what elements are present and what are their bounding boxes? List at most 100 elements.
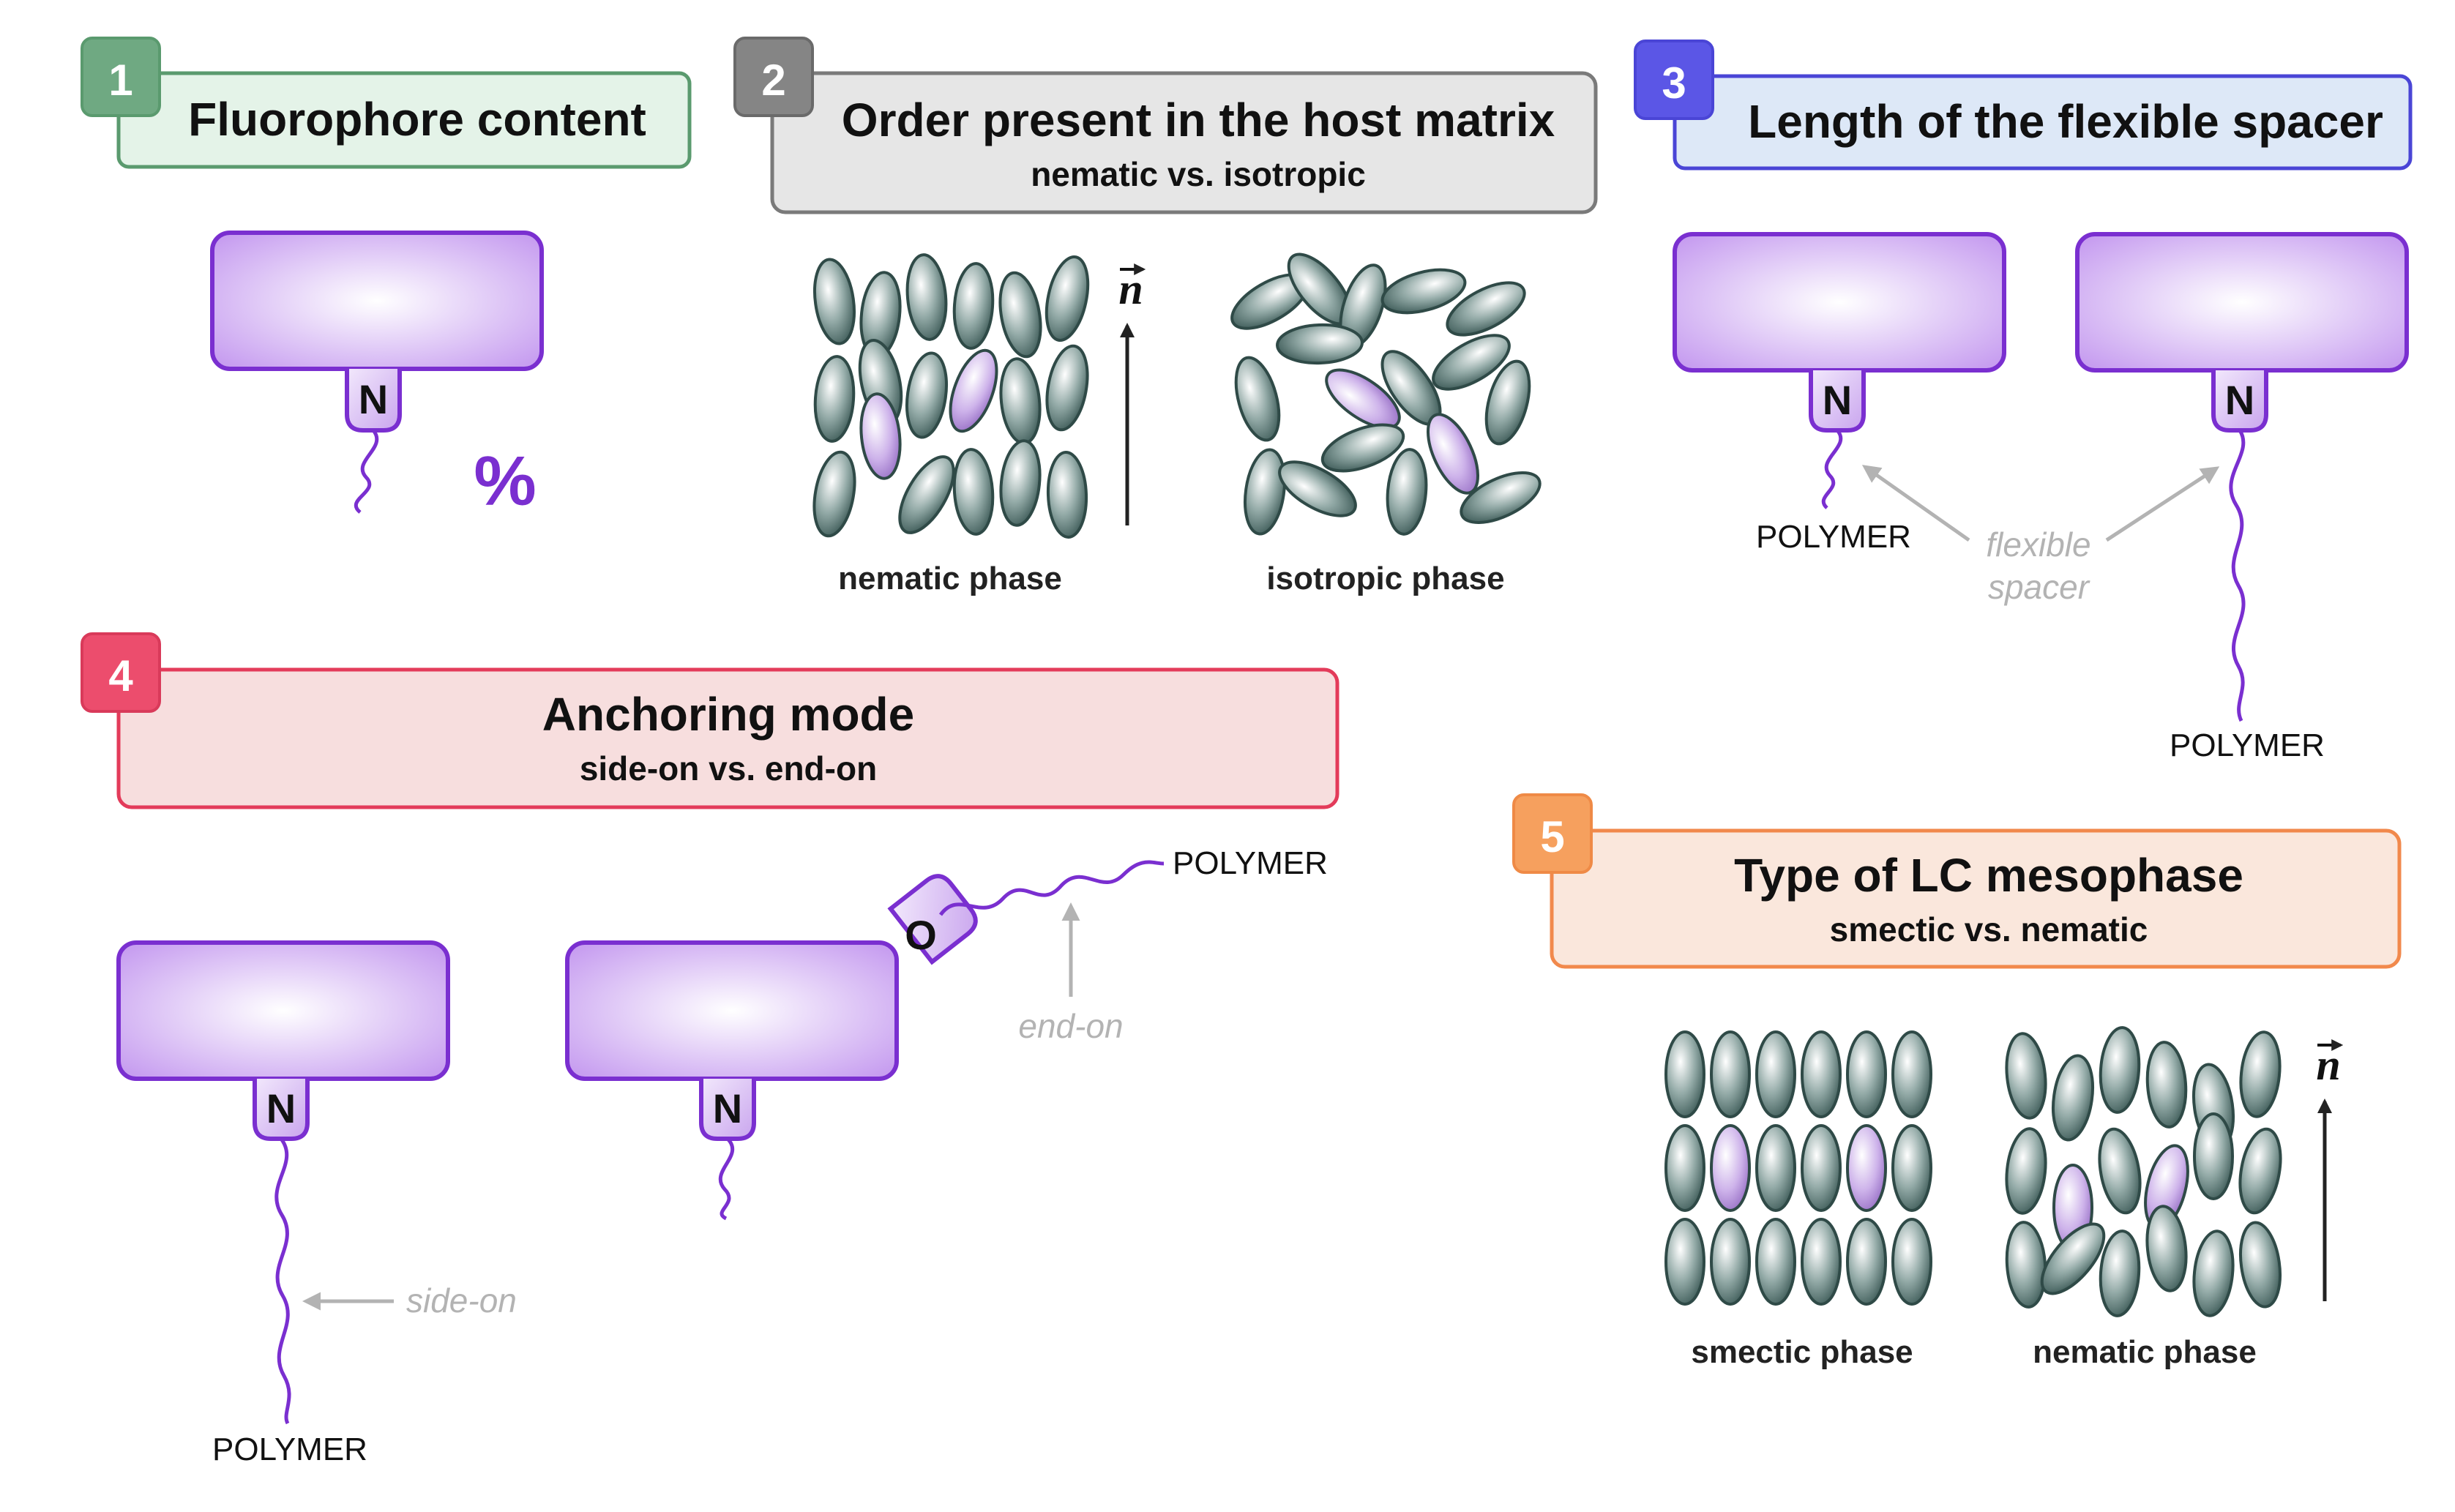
flexible-spacer-annotation: flexible spacer (1861, 465, 2220, 606)
mesogen-ellipse (999, 357, 1042, 445)
factor-2-badge (733, 37, 814, 117)
mesogen-ellipse (1755, 1218, 1796, 1306)
fluorophore-body (116, 940, 450, 1081)
factor-5-title: Type of LC mesophase (1734, 849, 2243, 902)
short-spacer-chain (1821, 429, 1843, 509)
mesogen-ellipse (1460, 471, 1542, 525)
mesogen-ellipse (2239, 1030, 2282, 1118)
mesogen-ellipse (998, 271, 1042, 359)
factor-2-title-box (770, 71, 1598, 214)
isotropic-phase-grid (1230, 252, 1542, 536)
mesogen-ellipse (2239, 1221, 2282, 1309)
mesogen-ellipse (1891, 1218, 1932, 1306)
nematic-phase-label: nematic phase (838, 561, 1062, 596)
smectic-phase-grid (1664, 1030, 1932, 1306)
factor-4-badge (81, 632, 161, 713)
nitrogen-label: N (1823, 377, 1852, 423)
mesogen-ellipse (1664, 1030, 1705, 1118)
mesogen-ellipse (952, 262, 995, 350)
nematic-phase-grid-5 (2005, 1026, 2282, 1317)
mesogen-ellipse (905, 253, 948, 341)
mesogen-ellipse (2040, 1222, 2106, 1295)
factor-4-subtitle: side-on vs. end-on (580, 749, 877, 787)
nitrogen-label: N (713, 1085, 742, 1131)
factor-3-long-spacer: N POLYMER (2075, 232, 2409, 763)
polymer-label: POLYMER (1756, 519, 1911, 555)
factor-5-header: 5 Type of LC mesophase smectic vs. nemat… (1512, 793, 2402, 969)
isotropic-phase-label: isotropic phase (1266, 561, 1504, 596)
mesogen-ellipse (1710, 1030, 1751, 1118)
end-on-chain (938, 860, 1165, 916)
smectic-phase-label: smectic phase (1691, 1334, 1913, 1370)
nitrogen-label: N (266, 1085, 296, 1131)
guest-fluorophore-ellipse (1325, 368, 1401, 430)
factor-4-header: 4 Anchoring mode side-on vs. end-on (81, 632, 1339, 809)
fluorophore-body (210, 231, 544, 371)
mesogen-ellipse (2098, 1127, 2142, 1215)
spacer-chain (354, 429, 379, 514)
mesogen-ellipse (1276, 323, 1364, 365)
factor-3-number: 3 (1662, 59, 1686, 108)
factor-1-badge (81, 37, 161, 117)
mesogen-ellipse (2192, 1230, 2235, 1317)
factor-3-header: 3 Length of the flexible spacer (1634, 40, 2413, 171)
factor-3-short-spacer: N POLYMER (1673, 232, 2006, 555)
mesogen-ellipse (905, 351, 948, 439)
factor-3-badge (1634, 40, 1714, 120)
fluorophore-body (1673, 232, 2006, 373)
side-on-chain (274, 1137, 291, 1425)
mesogen-ellipse (898, 455, 955, 534)
mesogen-ellipse (1891, 1030, 1932, 1118)
mesogen-ellipse (1846, 1030, 1887, 1118)
factor-1-header: 1 Fluorophore content (81, 37, 692, 169)
spacer-arrow-left (1861, 465, 1970, 542)
nematic-phase-label: nematic phase (2033, 1334, 2257, 1370)
mesogen-ellipse (1386, 448, 1428, 536)
end-on-label: end-on (1018, 1007, 1123, 1045)
side-on-fluorophore: N POLYMER side-on (116, 940, 517, 1467)
factor-4-title: Anchoring mode (542, 688, 914, 741)
factor-1-title: Fluorophore content (188, 93, 646, 146)
mesogen-ellipse (1446, 281, 1526, 337)
mesogen-ellipse (1801, 1124, 1842, 1212)
mesogen-ellipse (2145, 1205, 2188, 1292)
mesogen-ellipse (1755, 1124, 1796, 1212)
mesogen-ellipse (813, 355, 856, 443)
polymer-label: POLYMER (1173, 845, 1328, 881)
mesogen-ellipse (2005, 1221, 2047, 1309)
mesogen-ellipse (1484, 359, 1531, 446)
factor-5-subtitle: smectic vs. nematic (1830, 910, 2148, 948)
mesogen-ellipse (2005, 1032, 2047, 1120)
mesogen-ellipse (1846, 1218, 1887, 1306)
mesogen-ellipse (1801, 1218, 1842, 1306)
mesogen-ellipse (1755, 1030, 1796, 1118)
mesogen-ellipse (2005, 1127, 2047, 1215)
fluorophore-body (565, 940, 899, 1081)
nitrogen-label: N (359, 376, 388, 422)
director-arrow-5: n (2316, 1039, 2344, 1301)
spacer-arrow-right (2105, 466, 2220, 542)
mesogen-ellipse (1320, 423, 1405, 473)
factor-5-title-box (1550, 828, 2402, 969)
mesogen-ellipse (1046, 451, 1088, 539)
end-on-fluorophore: O N POLYMER end-on (565, 845, 1328, 1221)
factor-2-title: Order present in the host matrix (842, 94, 1555, 146)
mesogen-ellipse (1801, 1030, 1842, 1118)
factor-3-title: Length of the flexible spacer (1748, 95, 2383, 148)
fluorophore-body (2075, 232, 2409, 373)
mesogen-ellipse (1664, 1218, 1705, 1306)
mesogen-ellipse (1664, 1124, 1705, 1212)
mesogen-ellipse (2099, 1230, 2141, 1317)
oxygen-label: O (905, 912, 937, 958)
factor-1-number: 1 (108, 56, 132, 105)
mesogen-ellipse (2052, 1054, 2094, 1142)
mesogen-ellipse (1432, 334, 1511, 391)
mesogen-ellipse (1380, 268, 1467, 315)
guest-fluorophore-ellipse (1426, 413, 1480, 495)
mesogen-ellipse (999, 439, 1042, 527)
factor-4-number: 4 (108, 651, 133, 700)
factor-2-number: 2 (761, 56, 785, 105)
mesogen-ellipse (1891, 1124, 1932, 1212)
director-arrow-2: n (1118, 263, 1146, 525)
factor-3-title-box (1673, 74, 2413, 171)
